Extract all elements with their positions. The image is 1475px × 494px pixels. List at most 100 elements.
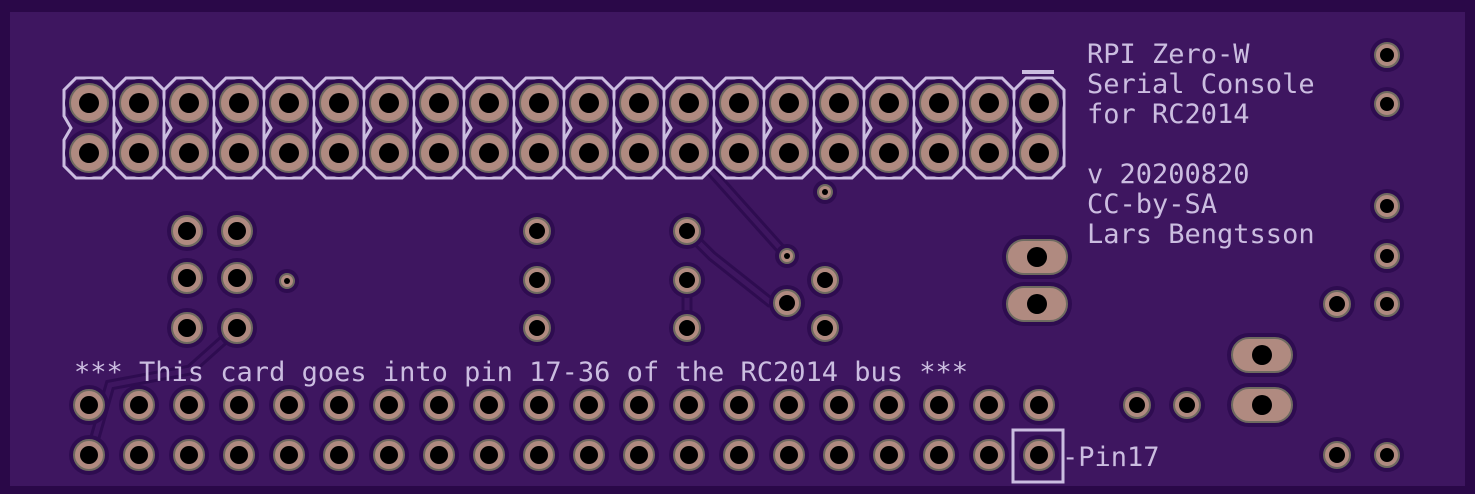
drill-hole: [730, 446, 748, 464]
title-line-1: RPI Zero-W: [1087, 39, 1250, 70]
pad: [819, 435, 859, 475]
pad: [119, 435, 159, 475]
pad: [1370, 87, 1404, 121]
pad: [869, 435, 909, 475]
pad: [419, 435, 459, 475]
drill-hole: [479, 93, 499, 113]
drill-hole: [529, 272, 545, 288]
drill-hole: [179, 93, 199, 113]
drill-hole: [629, 93, 649, 113]
pad: [1370, 189, 1404, 223]
drill-hole: [80, 446, 98, 464]
pad: [619, 435, 659, 475]
header-outline-segment: [1012, 76, 1066, 180]
pad: [215, 129, 263, 177]
pad: [819, 385, 859, 425]
drill-hole: [929, 93, 949, 113]
pad: [775, 244, 799, 268]
drill-hole: [380, 396, 398, 414]
pad: [815, 129, 863, 177]
pad: [319, 385, 359, 425]
pad: [715, 129, 763, 177]
drill-hole: [280, 396, 298, 414]
pad: [565, 79, 613, 127]
drill-hole: [729, 93, 749, 113]
drill-hole: [228, 269, 246, 287]
header-outline-segment: [812, 76, 866, 180]
drill-hole: [979, 143, 999, 163]
drill-hole: [380, 446, 398, 464]
drill-hole: [979, 93, 999, 113]
pads: [65, 38, 1404, 475]
drill-hole: [529, 93, 549, 113]
pad: [217, 308, 257, 348]
pad: [419, 385, 459, 425]
pad: [1019, 385, 1059, 425]
drill-hole: [679, 223, 695, 239]
pad: [1319, 286, 1355, 322]
drill-hole: [330, 446, 348, 464]
pad: [615, 79, 663, 127]
drill-hole: [822, 189, 828, 195]
drill-hole: [178, 269, 196, 287]
pad: [319, 435, 359, 475]
license-text: CC-by-SA: [1087, 189, 1217, 220]
pad: [969, 385, 1009, 425]
drill-hole: [1380, 297, 1394, 311]
drill-hole: [880, 396, 898, 414]
drill-hole: [1252, 395, 1272, 415]
drill-hole: [730, 396, 748, 414]
pad: [1019, 435, 1059, 475]
drill-hole: [1179, 397, 1195, 413]
version-text: v 20200820: [1087, 159, 1250, 190]
pad: [65, 79, 113, 127]
drill-hole: [284, 278, 290, 284]
pad: [265, 129, 313, 177]
drill-hole: [879, 93, 899, 113]
pad: [217, 211, 257, 251]
pad: [1119, 387, 1155, 423]
header-outline-segment: [712, 76, 766, 180]
drill-hole: [1380, 249, 1394, 263]
drill-hole: [530, 446, 548, 464]
pin17-label: -Pin17: [1062, 442, 1160, 473]
pad: [715, 79, 763, 127]
pad: [865, 79, 913, 127]
drill-hole: [1030, 396, 1048, 414]
header-outline-segment: [212, 76, 266, 180]
oval-pad: [1002, 282, 1072, 326]
drill-hole: [329, 93, 349, 113]
trace-copper: [708, 168, 789, 258]
oval-pad: [1002, 235, 1072, 279]
drill-hole: [1380, 97, 1394, 111]
pad: [1370, 38, 1404, 72]
pad: [69, 435, 109, 475]
pad: [69, 385, 109, 425]
pad: [369, 385, 409, 425]
drill-hole: [330, 396, 348, 414]
header-outline-segment: [262, 76, 316, 180]
drill-hole: [179, 143, 199, 163]
drill-hole: [1029, 93, 1049, 113]
drill-hole: [129, 143, 149, 163]
pad: [169, 435, 209, 475]
pad: [769, 385, 809, 425]
header-outline-segment: [962, 76, 1016, 180]
pad: [165, 79, 213, 127]
drill-hole: [817, 272, 833, 288]
pad: [665, 79, 713, 127]
drill-hole: [429, 143, 449, 163]
pad: [315, 79, 363, 127]
drill-hole: [1380, 199, 1394, 213]
pad: [365, 129, 413, 177]
pad: [315, 129, 363, 177]
pad: [119, 385, 159, 425]
pad: [765, 129, 813, 177]
pad: [919, 385, 959, 425]
pad: [915, 129, 963, 177]
drill-hole: [1329, 296, 1345, 312]
pad: [465, 129, 513, 177]
pad: [469, 385, 509, 425]
pad: [515, 129, 563, 177]
